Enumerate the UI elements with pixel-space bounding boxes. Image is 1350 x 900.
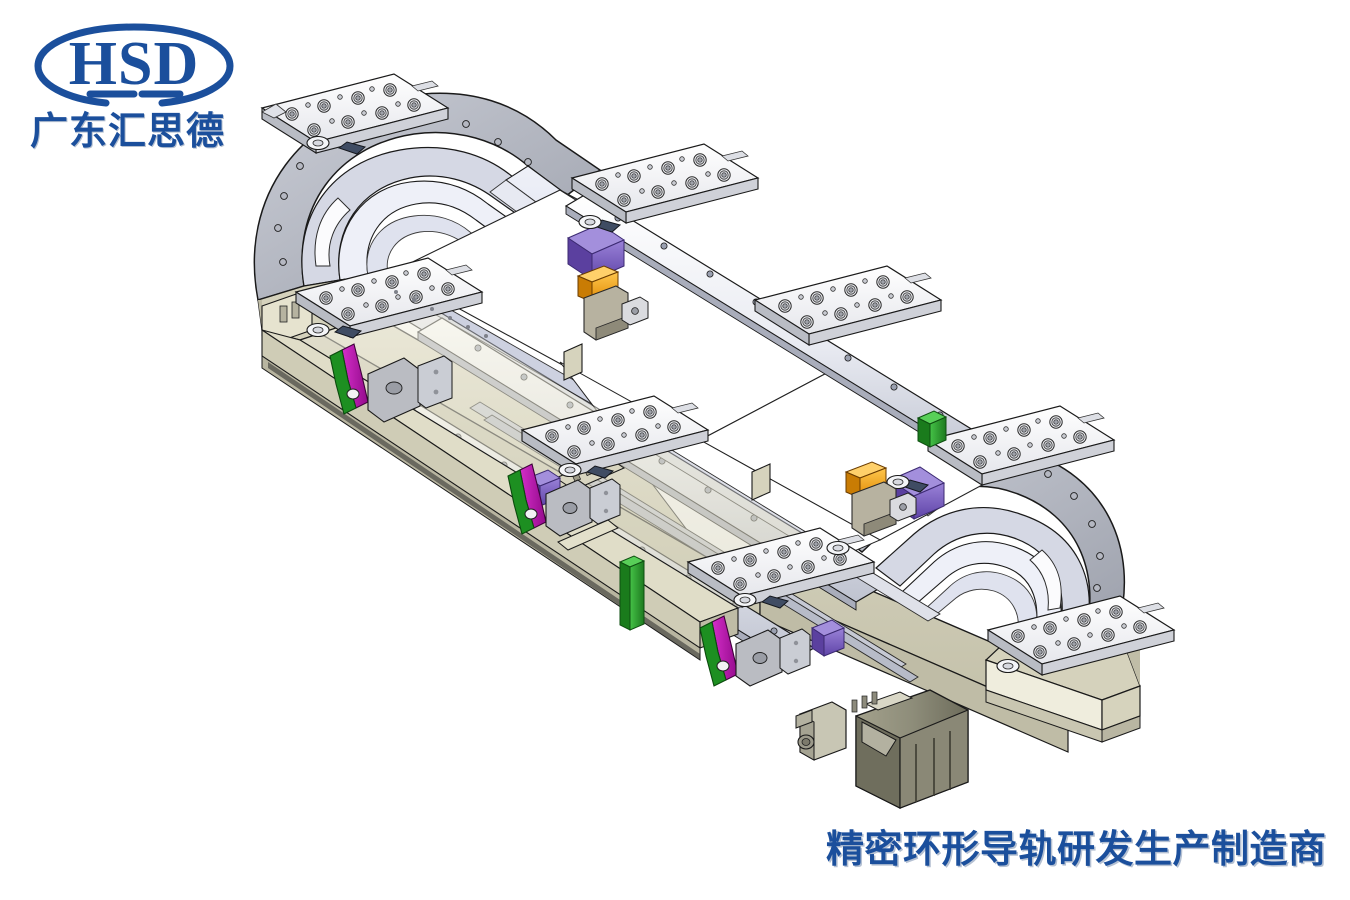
servo-motor-gearbox — [795, 689, 969, 809]
green-stopper-block — [917, 410, 947, 448]
green-stopper-block-tall — [619, 555, 645, 631]
brand-logo-block: HSD 广东汇思德 — [30, 22, 260, 170]
tagline-text: 精密环形导轨研发生产制造商 — [826, 827, 1327, 871]
company-name-cn: 广东汇思德 — [30, 109, 226, 153]
carriage-plate — [262, 74, 448, 153]
hsd-oval-logo-icon: HSD — [30, 22, 238, 110]
svg-text:HSD: HSD — [69, 30, 199, 98]
